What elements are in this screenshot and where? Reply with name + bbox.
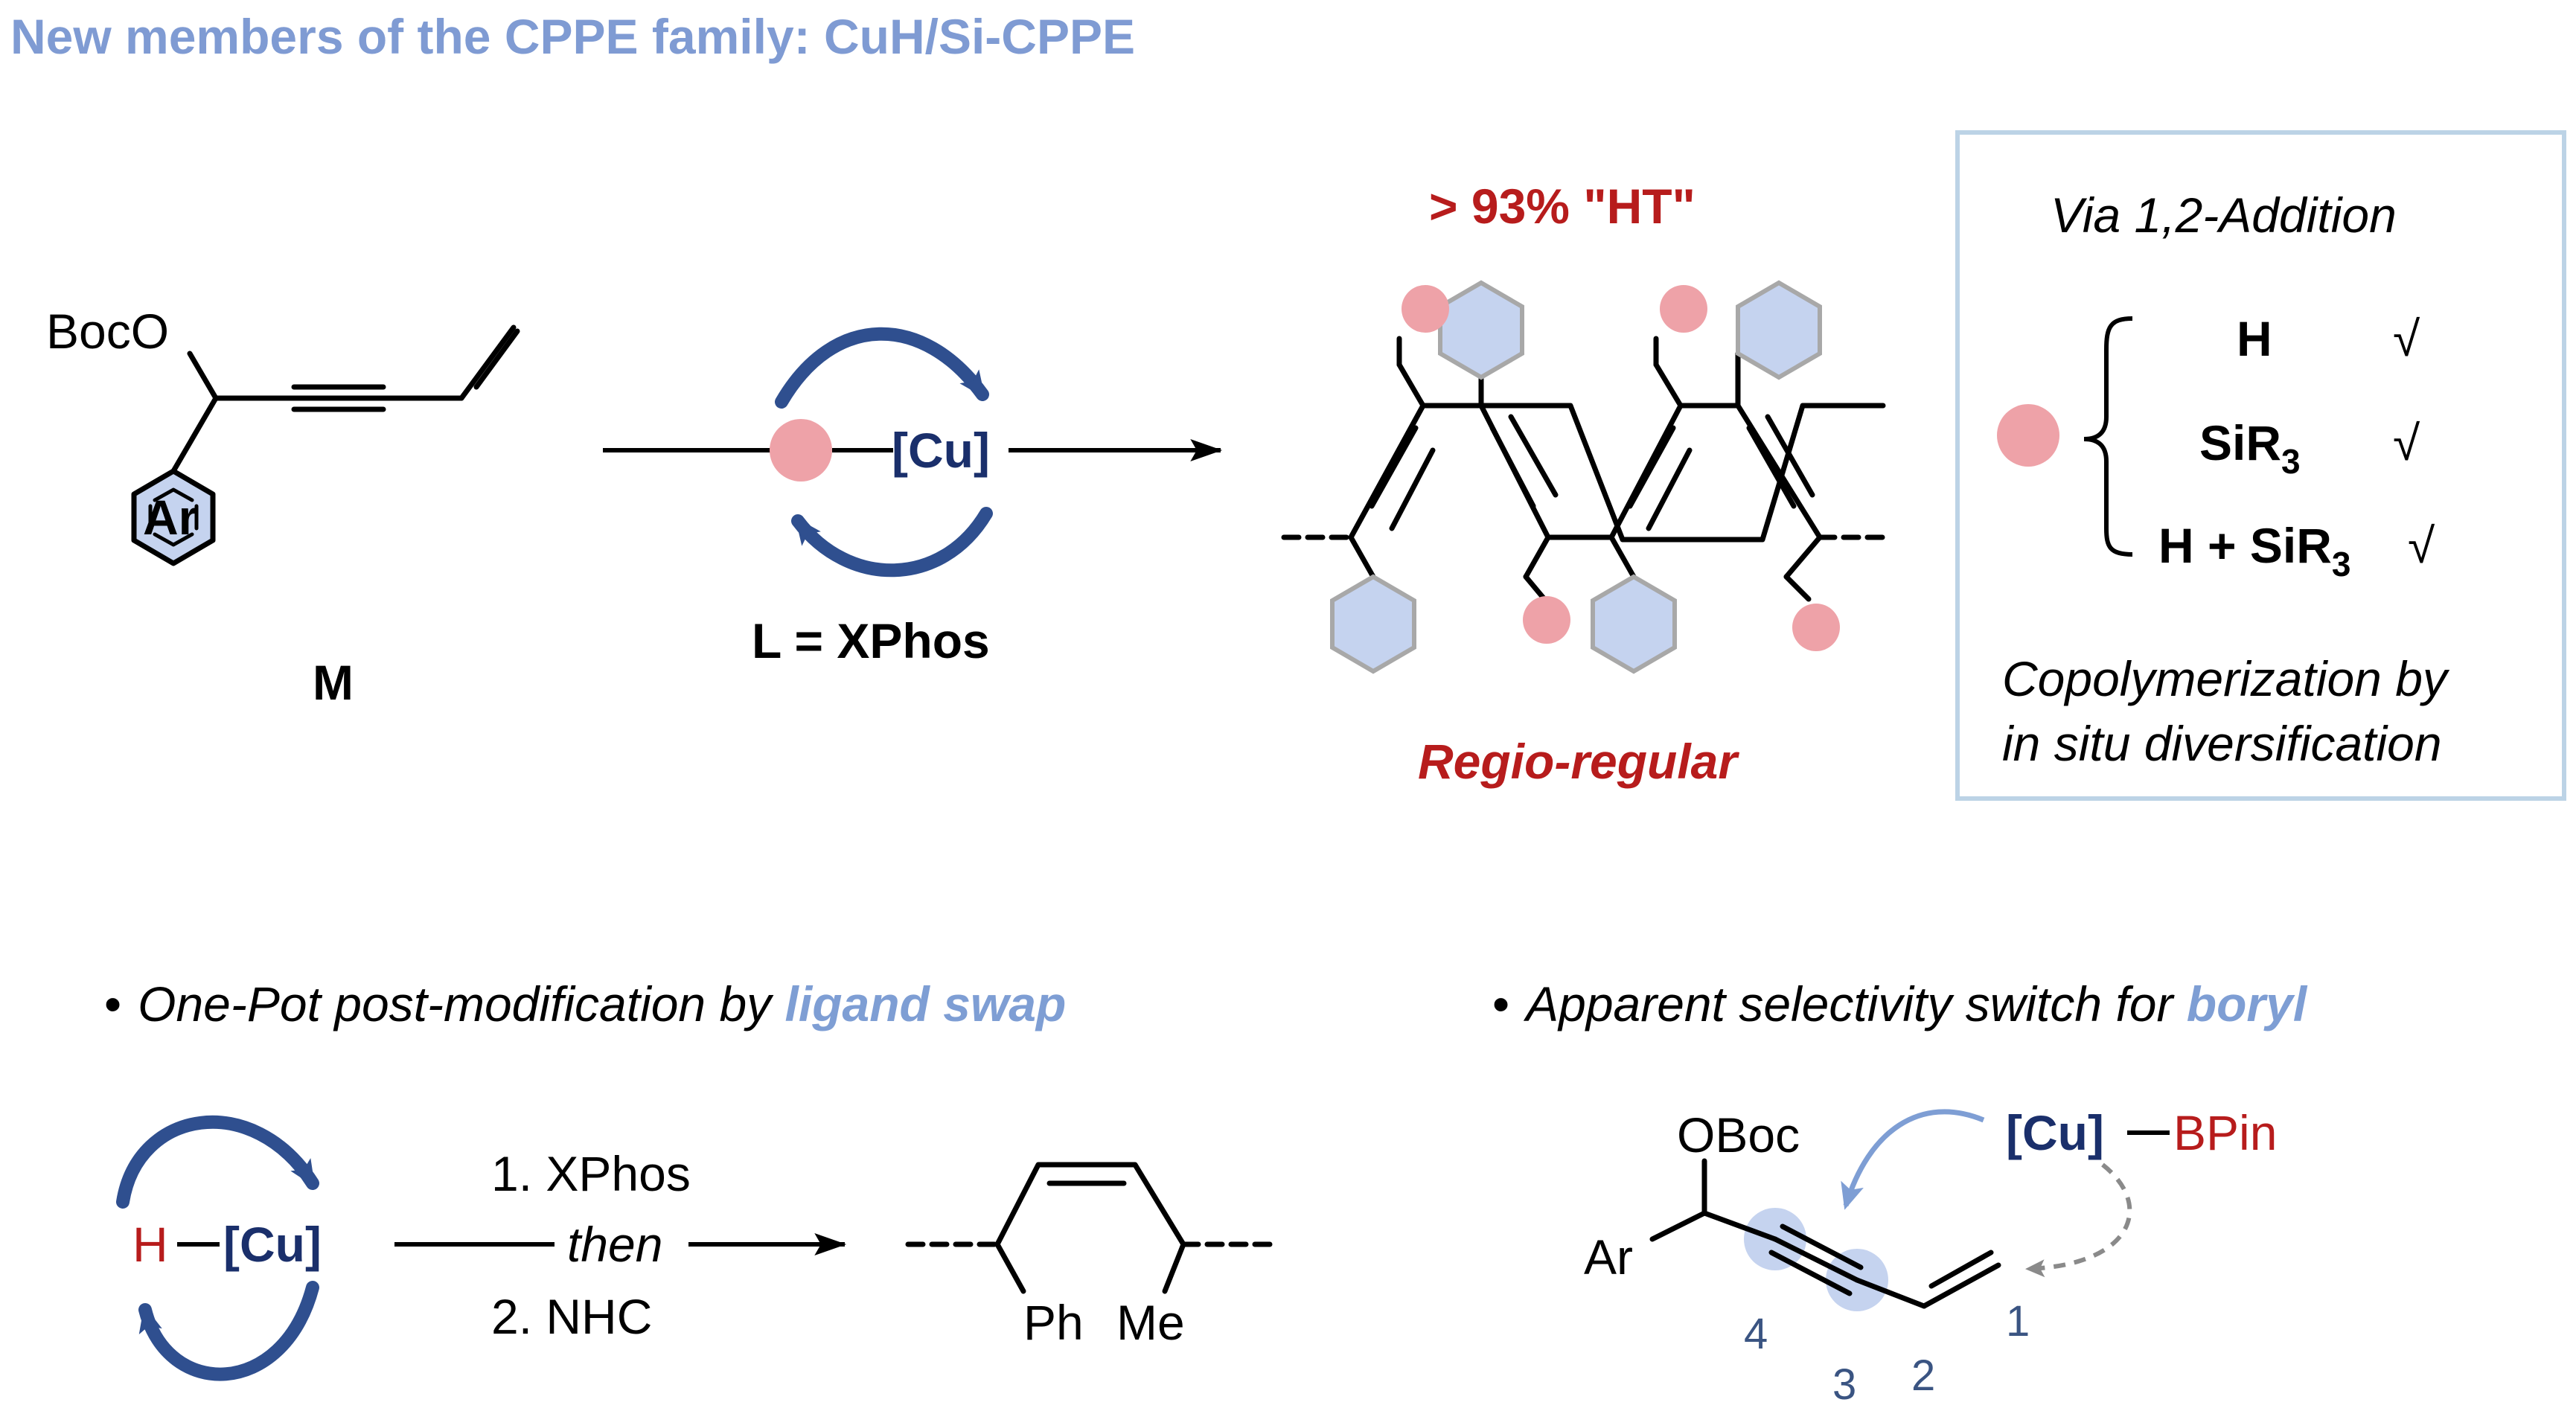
check-2: √ xyxy=(2393,415,2420,470)
addition-box-title: Via 1,2-Addition xyxy=(2051,188,2397,243)
option-h: H xyxy=(2237,311,2272,366)
option-h-sir3: H + SiR3 xyxy=(2158,518,2351,583)
oboc-label: OBoc xyxy=(1677,1107,1800,1162)
boryl-ar-label: Ar xyxy=(1584,1229,1633,1285)
swap-cycle-top xyxy=(116,1116,319,1209)
left-bullet: •One-Pot post-modification by ligand swa… xyxy=(104,976,1066,1031)
check-1: √ xyxy=(2393,311,2420,366)
addition-pink-icon xyxy=(1997,404,2059,467)
monomer-structure xyxy=(131,324,520,566)
product-me: Me xyxy=(1116,1295,1185,1350)
position-1: 1 xyxy=(2006,1297,2030,1346)
ht-selectivity: > 93% "HT" xyxy=(1429,179,1696,234)
right-bullet: •Apparent selectivity switch for boryl xyxy=(1492,976,2308,1031)
aryl-ring xyxy=(131,468,216,566)
cycle-arrow-top xyxy=(775,327,989,409)
ligand-label: L = XPhos xyxy=(752,613,990,668)
swap-product xyxy=(905,1162,1276,1294)
curly-brace xyxy=(2083,316,2133,557)
hydride-label: H xyxy=(132,1217,168,1272)
cu-catalyst-label: [Cu] xyxy=(892,423,990,478)
addition-box xyxy=(1955,130,2566,801)
option-sir3: SiR3 xyxy=(2199,415,2301,481)
cycle-arrow-bottom xyxy=(791,507,993,578)
product-ph: Ph xyxy=(1023,1295,1084,1350)
swap-cu-label: [Cu] xyxy=(223,1217,322,1272)
monomer-label: M xyxy=(313,655,354,710)
polymer-aryl-rings xyxy=(1330,280,1822,674)
page-title: New members of the CPPE family: CuH/Si-C… xyxy=(10,9,1135,64)
position-4: 4 xyxy=(1744,1310,1768,1358)
boryl-substrate xyxy=(1649,1158,2001,1309)
addition-footer-1: Copolymerization by xyxy=(2002,651,2450,706)
position-2: 2 xyxy=(1911,1351,1935,1400)
swap-cycle-bottom xyxy=(138,1281,319,1381)
boryl-cu-label: [Cu] xyxy=(2006,1105,2104,1160)
regio-regular-label: Regio-regular xyxy=(1418,734,1739,789)
step-2: 2. NHC xyxy=(491,1289,652,1344)
step-then: then xyxy=(567,1217,662,1272)
pink-group-icon xyxy=(770,419,832,482)
addition-footer-2: in situ diversification xyxy=(2002,716,2442,771)
boc-o-label: BocO xyxy=(46,304,169,359)
polymer-structure xyxy=(1281,336,1890,602)
attack-arrow-c1 xyxy=(2025,1162,2132,1278)
step-1: 1. XPhos xyxy=(491,1146,691,1201)
polymer-pink-groups xyxy=(1402,285,1840,651)
aryl-label: Ar xyxy=(143,490,197,545)
bpin-label: BPin xyxy=(2173,1105,2277,1160)
attack-arrow-c3 xyxy=(1841,1109,1985,1210)
check-3: √ xyxy=(2408,518,2435,573)
position-3: 3 xyxy=(1832,1360,1856,1409)
